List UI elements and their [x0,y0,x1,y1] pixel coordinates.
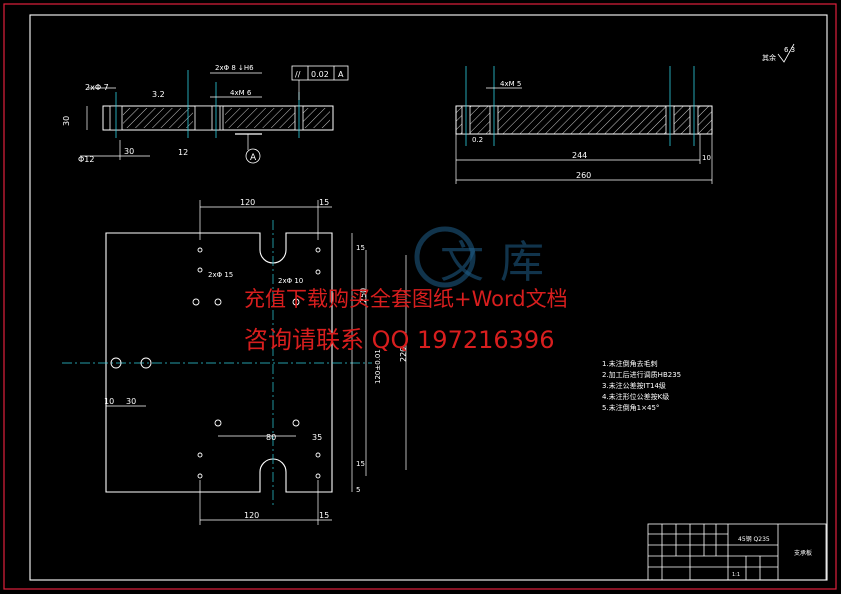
hole [197,247,203,253]
hole [197,267,203,273]
dim-bottom-15: 15 [319,511,329,520]
tech-note: 5.未注倒角1×45° [602,403,659,412]
sheet-inner-border [29,14,828,581]
dim-thread-right: 4xM 5 [500,80,521,88]
logo-glyph: 库 [500,237,544,288]
dim-right-220: 220 [399,347,408,362]
dim-260: 260 [576,171,591,180]
hole-note-1: 2xΦ 15 [208,271,233,279]
roughness-bottom: 12 [178,148,188,157]
hole [292,298,300,306]
dim-small: 0.2 [472,136,483,144]
gdt-tolerance: 0.02 [311,70,329,79]
hole [315,452,321,458]
dim-bottom-120: 120 [244,511,259,520]
gdt-datum: A [338,70,344,79]
dim-hole-left: 2xΦ 7 [85,83,109,92]
hatch-region [300,108,330,128]
plan-view: 120 15 2xΦ 15 2xΦ 10 15 250 220 120±0.01… [62,198,408,525]
dim-thread-mid: 4xM 6 [230,89,252,97]
tech-note: 1.未注倒角去毛刺 [602,359,658,368]
dim-top-120: 120 [240,198,255,207]
tech-note: 4.未注形位公差按K级 [602,392,669,401]
watermark-line-1: 充值下载购买全套图纸+Word文档 [244,287,568,311]
title-part-name: 支承板 [794,549,812,557]
dim-height: 30 [62,116,71,126]
technical-notes: 1.未注倒角去毛刺 2.加工后进行调质HB235 3.未注公差按IT14级 4.… [602,359,681,412]
hole [292,419,300,427]
dim-right-5: 5 [356,486,360,494]
dim-width: 30 [124,147,134,156]
section-view-right: 4xM 5 0.2 244 260 10 [455,66,713,184]
hatch-region [225,108,295,128]
watermark-line-2: 咨询请联系 QQ 197216396 [244,326,555,354]
hole [197,473,203,479]
gdt-frame: // 0.02 A [291,65,349,100]
hatch-region [123,108,193,128]
dim-244: 244 [572,151,587,160]
hole [214,298,222,306]
plate-outline [105,232,333,493]
title-block [647,523,827,581]
dim-right-15: 15 [356,244,365,252]
hole [315,269,321,275]
hole [214,419,222,427]
dim-top-15: 15 [319,198,329,207]
hole-pattern [110,247,321,479]
section-view-left: A 2xΦ 7 2xΦ 8 ↓H6 4xM 6 3.2 12 30 30 Φ12… [62,64,349,164]
title-material: 45钢 Q235 [738,535,770,543]
hole [315,473,321,479]
tech-note: 2.加工后进行调质HB235 [602,370,681,379]
dim-left-10: 10 [104,397,114,406]
dim-left-30: 30 [126,397,136,406]
hole [315,247,321,253]
datum-circle [245,148,261,164]
surface-finish-value: 6.3 [784,46,795,54]
hole-note-2: 2xΦ 10 [278,277,303,285]
watermark-logo: 文 库 [400,222,650,292]
surface-finish-label: 其余 [762,53,776,62]
dim-right-250: 250 [359,288,368,303]
hole [192,298,200,306]
logo-glyph: 文 [440,237,484,288]
gdt-symbol: // [295,70,301,79]
hole [140,357,152,369]
logo-circle-icon [414,226,476,288]
dim-angle: 3.2 [152,90,165,99]
dim-inner-80: 80 [266,433,276,442]
sheet-outer-border [3,3,837,590]
title-scale: 1:1 [732,572,740,578]
dim-thread-top: 2xΦ 8 ↓H6 [215,64,254,72]
surface-finish-note: 其余 6.3 [762,43,795,63]
dim-right-120: 120±0.01 [374,349,382,384]
dim-10: 10 [702,154,711,162]
tech-note: 3.未注公差按IT14级 [602,381,666,390]
dim-diameter: Φ12 [78,155,94,164]
hole [197,452,203,458]
dim-right-15b: 15 [356,460,365,468]
dim-inner-35: 35 [312,433,322,442]
hole [110,357,122,369]
datum-label: A [250,153,257,163]
